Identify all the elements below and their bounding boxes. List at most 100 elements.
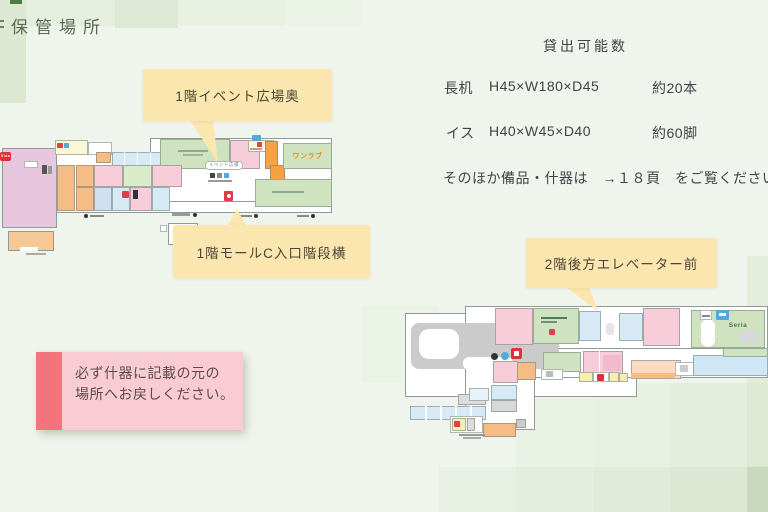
map-shape	[57, 165, 75, 211]
map-shape	[546, 371, 553, 377]
map-shape	[619, 373, 628, 382]
map-shape	[76, 165, 94, 187]
map-shape	[643, 308, 680, 346]
sticky-note-text: 必ず什器に記載の元の 場所へお戻しください。	[75, 363, 235, 405]
page-title: 保管場所	[11, 18, 107, 37]
map-shape	[227, 194, 231, 198]
map-shape	[541, 321, 557, 323]
map-shape	[152, 165, 182, 187]
map-shape	[455, 406, 457, 420]
map-shape	[208, 180, 232, 182]
map-shape	[94, 165, 123, 187]
bg-cell	[516, 467, 593, 512]
bg-cell	[0, 0, 26, 103]
map-shape	[491, 385, 517, 400]
callout-mall-c: 1階モールC入口階段横	[173, 225, 370, 278]
map-shape	[178, 150, 208, 152]
bg-cell	[115, 0, 178, 28]
seria-label: Seria	[728, 321, 748, 329]
map-shape	[470, 406, 472, 420]
map-shape	[123, 165, 152, 187]
map-shape	[631, 373, 675, 378]
map-shape	[193, 213, 197, 217]
map-shape	[501, 352, 509, 360]
map-shape	[609, 372, 619, 382]
map-shape	[702, 315, 710, 317]
map-shape	[425, 406, 427, 420]
map-shape	[606, 323, 614, 335]
map-shape	[454, 421, 460, 427]
sticky-note-stripe	[36, 352, 62, 430]
map-shape	[26, 253, 46, 255]
map-shape	[516, 419, 526, 428]
map-shape	[619, 313, 643, 341]
map-shape	[483, 423, 516, 437]
map-shape	[419, 329, 459, 359]
map-shape	[57, 143, 63, 148]
map-shape	[579, 311, 601, 341]
map-shape	[250, 148, 262, 150]
map-shape	[255, 179, 332, 207]
bg-cell	[593, 383, 670, 467]
bg-cell	[670, 383, 747, 467]
map-shape	[64, 143, 69, 148]
clipped-character-fragment	[0, 20, 5, 34]
map-shape	[739, 331, 759, 343]
map-shape	[579, 372, 593, 382]
bg-cell	[747, 383, 768, 467]
callout-mall-c-label: 1階モールC入口階段横	[196, 245, 347, 261]
map-shape	[76, 187, 94, 211]
map-shape	[240, 215, 252, 217]
sticky-note: 必ず什器に記載の元の 場所へお戻しください。	[36, 352, 243, 430]
bg-cell	[670, 467, 747, 512]
callout-elevator: 2階後方エレベーター前	[526, 238, 717, 288]
bg-cell	[593, 467, 670, 512]
map-shape	[172, 213, 190, 216]
map-shape	[210, 173, 215, 178]
spec-row1-qty: 約20本	[652, 80, 698, 96]
bg-cell	[747, 467, 768, 512]
map-shape	[514, 351, 519, 356]
map-shape	[311, 214, 315, 218]
spec-row1-size: H45×W180×D45	[489, 78, 600, 94]
callout-elevator-label: 2階後方エレベーター前	[544, 257, 699, 272]
spec-row2-qty: 約60脚	[652, 125, 698, 141]
spec-row2-size: H40×W45×D40	[489, 123, 592, 139]
map-shape	[160, 225, 167, 232]
event-plaza-label: イベント広場	[205, 161, 243, 170]
callout-event-plaza-label: 1階イベント広場奥	[175, 89, 300, 104]
top-accent-bar	[10, 0, 22, 4]
info-icon	[252, 135, 261, 141]
sticky-note-line1: 必ず什器に記載の元の	[75, 365, 220, 381]
map-shape	[254, 214, 258, 218]
map-shape	[493, 361, 518, 383]
map-shape	[124, 152, 125, 167]
map-shape	[84, 214, 88, 218]
map-shape	[272, 191, 304, 193]
map-shape	[603, 355, 621, 371]
map-shape	[495, 308, 533, 345]
callout-event-plaza: 1階イベント広場奥	[143, 69, 332, 121]
map-shape	[599, 351, 600, 375]
sticky-note-line2: 場所へお戻しください。	[75, 386, 235, 402]
map-shape	[48, 166, 52, 174]
map-shape	[217, 173, 222, 178]
map-shape	[297, 215, 309, 217]
bg-cell	[285, 0, 362, 26]
map-shape	[723, 348, 768, 357]
map-shape	[137, 152, 138, 167]
map-shape	[133, 190, 138, 199]
map-shape	[459, 434, 485, 436]
map-shape	[701, 319, 715, 347]
map-shape	[680, 365, 688, 372]
map-shape	[24, 161, 38, 168]
floor2-map: Seria	[403, 303, 768, 443]
map-shape	[224, 173, 229, 178]
map-shape	[549, 329, 555, 335]
service-icon	[122, 191, 129, 198]
map-shape	[597, 374, 604, 381]
map-shape	[90, 215, 104, 217]
